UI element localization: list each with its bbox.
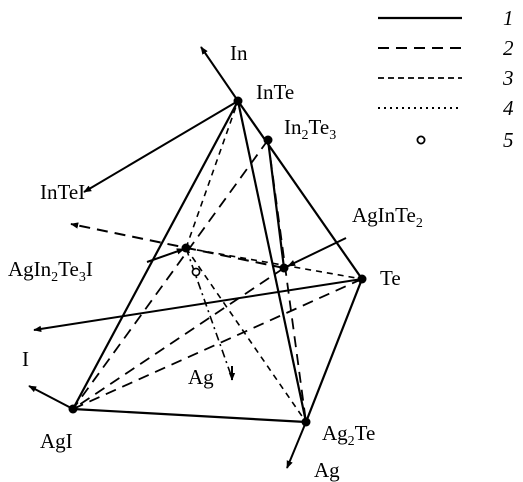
label-aginte2: AgInTe2 [352, 203, 423, 231]
dash-dot-lines [185, 247, 233, 379]
edge-inte-te [237, 100, 363, 280]
leader-aginte2 [287, 237, 347, 267]
dashed-lines [72, 139, 363, 423]
label-direction-i: I [22, 347, 29, 371]
legend-label-4: 4 [503, 96, 514, 120]
label-direction-intei: InTeI [40, 180, 85, 204]
node-te [357, 274, 367, 284]
solid-edges [72, 100, 364, 424]
short-dashed-node-inte [185, 100, 239, 249]
label-inte: InTe [256, 80, 294, 104]
node-in2te3 [263, 135, 273, 145]
node-inte [233, 96, 243, 106]
label-direction-ag-mid: Ag [188, 365, 214, 389]
arrow-to-in [200, 46, 239, 102]
arrows [28, 46, 363, 469]
arrow-to-intei [83, 100, 239, 193]
label-ag2te: Ag2Te [322, 421, 375, 449]
node-ag2te [301, 417, 311, 427]
label-agi: AgI [40, 429, 73, 453]
dash-dot-node-ag [185, 247, 233, 379]
open-point [191, 267, 201, 277]
edge-te-ag2te [304, 278, 364, 423]
edge-agi-ag2te [72, 407, 307, 424]
edge-inte-ag2te [236, 100, 308, 423]
legend-sample-5 [416, 135, 426, 145]
node-agin2te3i [181, 243, 191, 253]
arrow-to-ag-low [286, 421, 307, 469]
legend: 1 2 3 4 5 [378, 6, 514, 152]
dashed-in2te3-ag2te [267, 139, 307, 423]
node-agi [68, 404, 78, 414]
dashed-in2te3-agi [72, 139, 269, 410]
label-agin2te3i: AgIn2Te3I [8, 257, 93, 285]
dashed-aginte2-agi [72, 267, 285, 410]
leader-agin2te3i [146, 248, 185, 263]
short-dashed-lines [185, 100, 363, 423]
legend-label-2: 2 [503, 36, 514, 60]
arrow-to-intei-from-aginte2 [70, 222, 285, 269]
legend-label-1: 1 [503, 6, 514, 30]
short-dashed-node-ag2te [185, 247, 307, 423]
arrow-to-i-from-agi [28, 385, 74, 410]
short-dashed-node-te [185, 247, 363, 280]
legend-label-3: 3 [502, 66, 514, 90]
label-te: Te [380, 266, 401, 290]
legend-label-5: 5 [503, 128, 514, 152]
label-in2te3: In2Te3 [284, 115, 336, 143]
arrow-to-i-from-te [33, 278, 363, 333]
label-direction-in: In [230, 41, 248, 65]
node-aginte2 [279, 263, 289, 273]
nodes [68, 96, 367, 427]
label-direction-ag-low: Ag [314, 458, 340, 482]
edge-inte-agi [72, 100, 239, 410]
